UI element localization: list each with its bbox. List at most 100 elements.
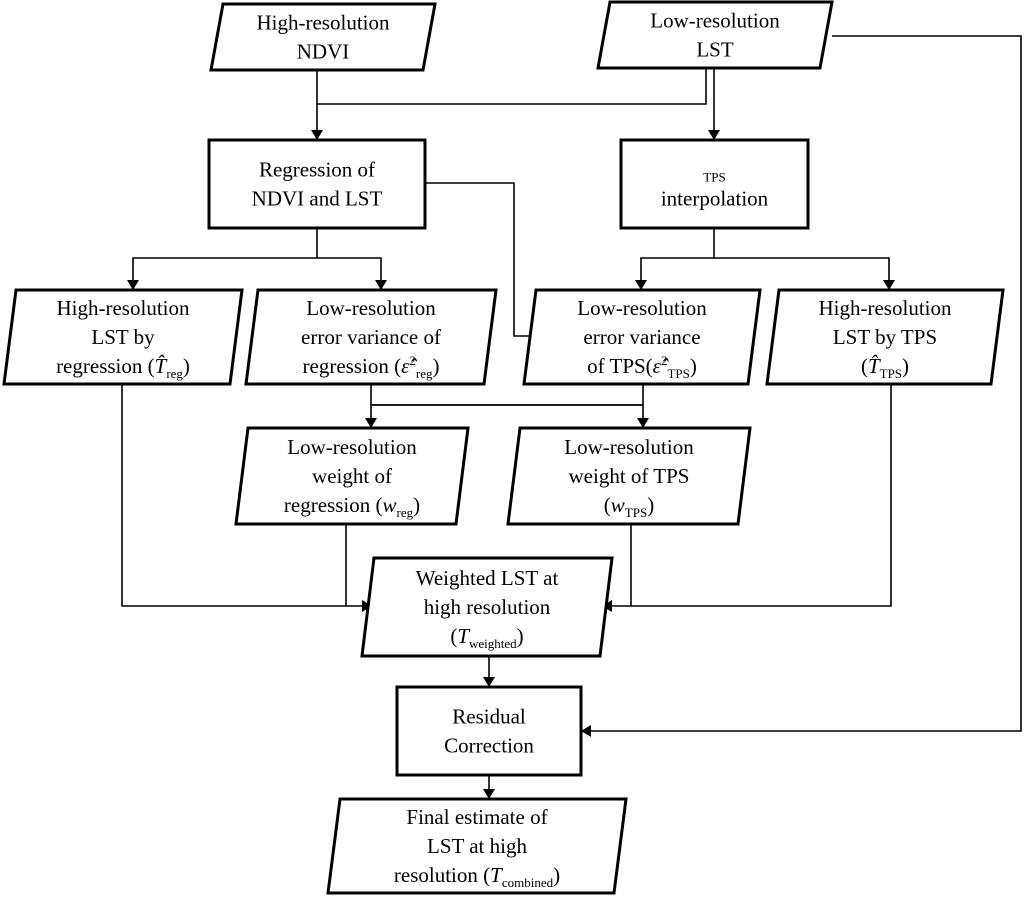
arrowhead [635, 280, 647, 290]
label-segment: ) [647, 493, 654, 517]
label-segment: of TPS( [587, 354, 653, 378]
label-segment: high resolution [424, 595, 551, 619]
label-segment: error variance of [301, 325, 441, 349]
connector-line [317, 68, 707, 105]
node-label-line: LST by TPS [833, 325, 937, 349]
node-label-line: (wTPS) [604, 493, 654, 520]
data-parallelogram [360, 556, 614, 658]
label-segment: High-resolution [257, 11, 390, 35]
edge-lr_lst-to-regression [317, 68, 707, 105]
label-segment: TPS [625, 505, 647, 520]
label-segment: High-resolution [57, 296, 190, 320]
label-segment: T̂ [155, 354, 168, 378]
label-segment: 2 [409, 353, 416, 368]
node-label-line: regression (ε̂2reg) [303, 353, 440, 381]
label-segment: Correction [444, 734, 534, 758]
label-segment: LST at high [427, 834, 527, 858]
label-segment: NDVI and LST [252, 187, 383, 211]
label-segment: interpolation [661, 187, 769, 211]
node-label-line: Low-resolution [564, 435, 694, 459]
data-parallelogram [522, 288, 762, 386]
label-segment: T [457, 624, 470, 648]
label-segment: Final estimate of [406, 805, 547, 829]
data-parallelogram [2, 288, 244, 386]
data-parallelogram [209, 2, 437, 72]
node-label-line: Low-resolution [306, 296, 436, 320]
connector-line [714, 257, 890, 280]
node-label-line: error variance [583, 325, 700, 349]
connector-line [317, 257, 382, 280]
node-label-line: Low-resolution [577, 296, 707, 320]
node-label-line: regression (wreg) [284, 493, 420, 520]
node-label-line: High-resolution [57, 296, 190, 320]
node-w-tps: Low-resolution weight of TPS (wTPS) [506, 426, 752, 526]
node-w-reg: Low-resolution weight of regression (wreg) [234, 426, 470, 526]
edge-residual-to-final [483, 775, 495, 799]
node-label-line: Low-resolution [287, 435, 417, 459]
node-lr-err-tps: Low-resolution error variance of TPS(ε̂2TP… [522, 288, 762, 386]
edge-weighted-to-residual [483, 656, 495, 687]
label-segment: ) [690, 354, 697, 378]
label-segment: Low-resolution [287, 435, 417, 459]
node-label-line: resolution (Tcombined) [394, 863, 560, 890]
label-segment: Low-resolution [306, 296, 436, 320]
node-tps: TPS interpolation [619, 138, 810, 230]
label-segment: w [611, 493, 625, 517]
arrowhead [581, 725, 591, 737]
label-segment: Regression of [259, 158, 375, 182]
arrowhead [637, 418, 649, 428]
arrowhead [883, 280, 895, 290]
label-segment: ) [553, 863, 560, 887]
connector-line [640, 228, 715, 280]
node-label-line: Correction [444, 734, 534, 758]
label-segment: High-resolution [819, 296, 952, 320]
data-parallelogram [506, 426, 752, 526]
node-label-line: (Tweighted) [450, 624, 523, 651]
edge-lr_lst-to-residual [581, 35, 1022, 737]
node-label-line: High-resolution [819, 296, 952, 320]
label-segment: ) [517, 624, 524, 648]
label-segment: TPS [880, 366, 902, 381]
edge-regression-to-hr_lst_reg [127, 228, 318, 290]
node-label-line: Residual [452, 705, 526, 729]
node-label-line: NDVI [297, 40, 350, 64]
arrowhead [708, 130, 720, 140]
node-label-line: NDVI and LST [252, 187, 383, 211]
label-segment: combined [502, 875, 554, 890]
edge-tps-to-lr_err_tps [635, 228, 715, 290]
label-segment: weight of TPS [569, 464, 690, 488]
arrowhead [311, 130, 323, 140]
node-label-line: Weighted LST at [416, 566, 559, 590]
label-segment: LST [696, 38, 734, 62]
arrowhead [483, 789, 495, 799]
process-box [207, 138, 427, 230]
node-label-line: (T̂TPS) [861, 354, 909, 381]
data-parallelogram [326, 797, 628, 895]
node-label-line: Low-resolution [650, 9, 780, 33]
arrowhead [483, 677, 495, 687]
node-regression: Regression of NDVI and LST [207, 138, 427, 230]
label-segment: weight of [312, 464, 392, 488]
arrowhead [127, 280, 139, 290]
label-segment: weighted [469, 636, 517, 651]
node-label-line: of TPS(ε̂2TPS) [587, 353, 697, 381]
connector-line [425, 182, 531, 337]
label-segment: ) [413, 493, 420, 517]
label-segment: TPS [703, 170, 725, 185]
node-label-line: error variance of [301, 325, 441, 349]
data-parallelogram [234, 426, 470, 526]
connector-line [612, 384, 892, 607]
edge-hr_ndvi-to-regression [311, 70, 323, 140]
label-segment: resolution ( [394, 863, 490, 887]
label-segment: TPS [667, 366, 689, 381]
data-parallelogram [244, 288, 498, 386]
edge-regression-to-lr_err_reg [317, 257, 387, 290]
label-segment: reg [166, 366, 183, 381]
data-parallelogram [596, 0, 834, 70]
label-segment: regression ( [303, 354, 402, 378]
edge-lr_err_tps-to-w_tps [637, 384, 649, 428]
